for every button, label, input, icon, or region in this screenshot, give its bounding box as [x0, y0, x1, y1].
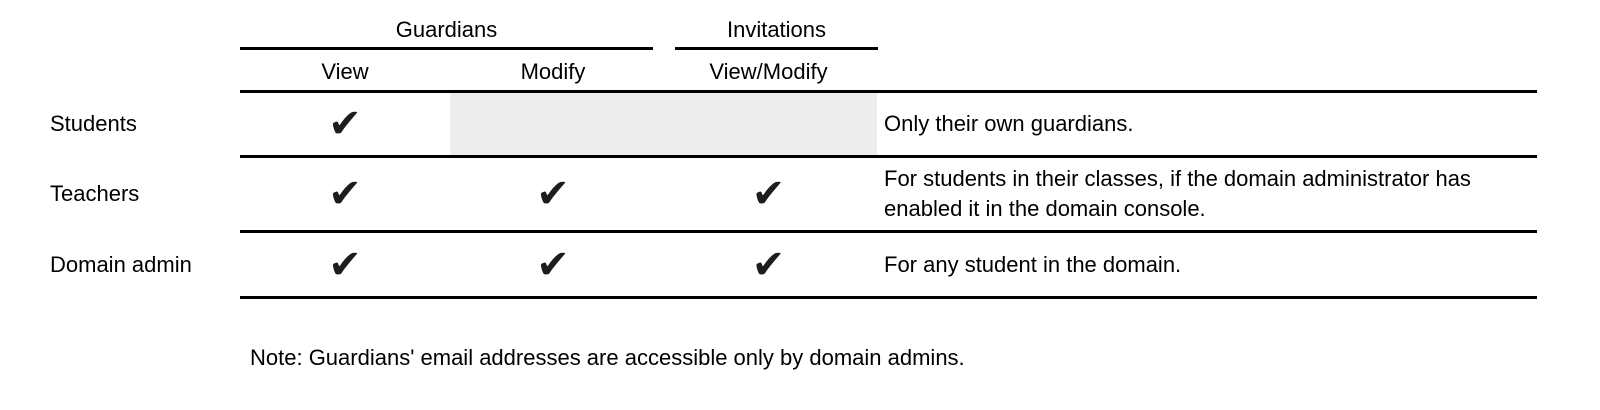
footnote: Note: Guardians' email addresses are acc… — [250, 345, 965, 370]
check-domain-admin-guardians-modify: ✔ — [536, 241, 570, 288]
note-students: Only their own guardians. — [884, 111, 1134, 137]
check-teachers-guardians-modify: ✔ — [536, 171, 570, 217]
note-domain-admin: For any student in the domain. — [884, 251, 1182, 277]
invitations-group-underline — [675, 47, 878, 50]
domain-admin-row-divider-line — [240, 296, 1537, 299]
students-no-access-shading — [450, 93, 877, 155]
column-header-modify: Modify — [520, 59, 586, 85]
header-divider-line — [240, 90, 1537, 93]
check-domain-admin-guardians-view: ✔ — [328, 241, 362, 288]
students-row-divider-line — [240, 155, 1537, 158]
column-header-view: View — [321, 59, 369, 85]
row-label-teachers: Teachers — [50, 181, 140, 207]
check-teachers-invitations-view-modify: ✔ — [751, 171, 786, 217]
check-students-invitations-view-modify — [660, 93, 877, 155]
row-label-domain-admin: Domain admin — [50, 251, 192, 277]
column-header-view-modify: View/Modify — [709, 59, 828, 85]
check-students-guardians-view: ✔ — [328, 101, 362, 147]
guardians-group-underline — [240, 47, 653, 50]
check-teachers-guardians-view: ✔ — [328, 171, 362, 217]
column-group-header-guardians: Guardians — [395, 17, 498, 43]
teachers-row-divider-line — [240, 230, 1537, 233]
column-group-header-invitations: Invitations — [726, 17, 827, 43]
check-students-guardians-modify — [450, 93, 656, 155]
note-teachers: For students in their classes, if the do… — [884, 166, 1471, 221]
row-label-students: Students — [50, 111, 137, 137]
check-domain-admin-invitations-view-modify: ✔ — [751, 241, 786, 288]
